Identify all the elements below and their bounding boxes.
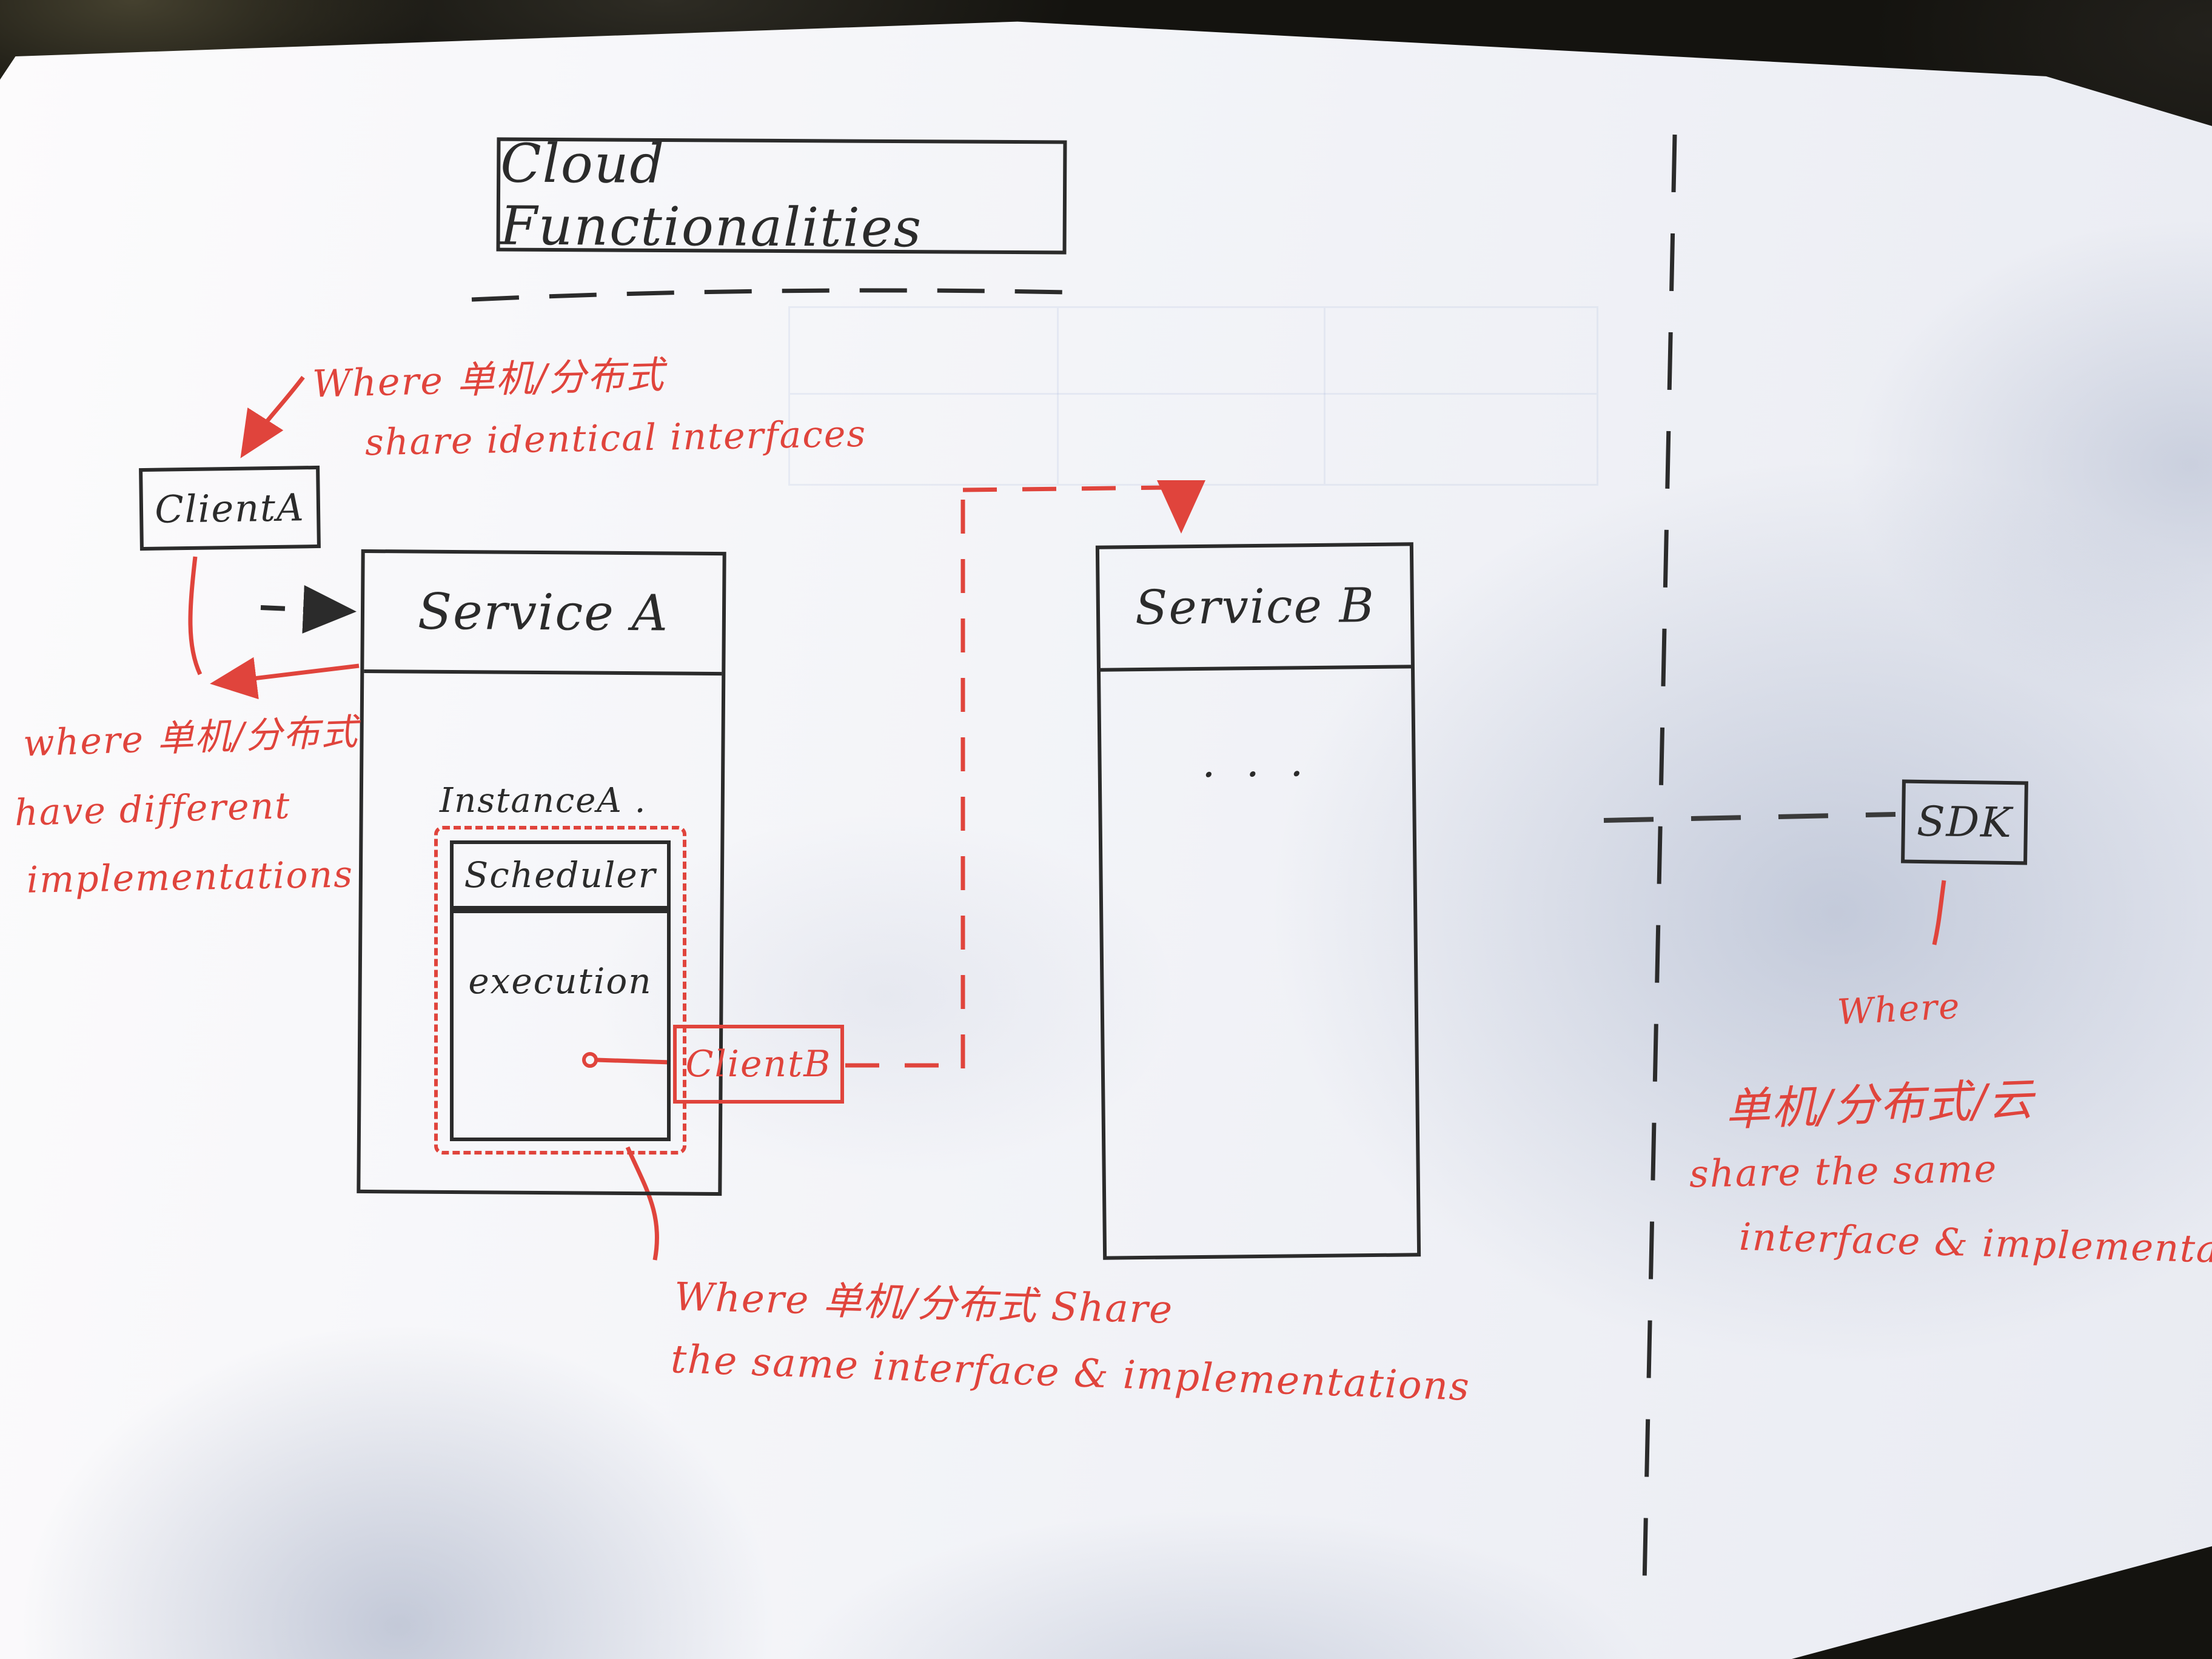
left-note-line2: have different: [14, 785, 292, 834]
instance-a-dashed-boundary: [434, 826, 686, 1155]
instance-a-label: InstanceA .: [440, 781, 647, 820]
service-b-ellipsis: . . .: [1201, 736, 1312, 787]
client-b-box: ClientB: [673, 1025, 844, 1104]
service-a-header: Service A: [364, 552, 723, 676]
right-note-line2: 单机/分布式/云: [1724, 1073, 2036, 1136]
title-box: Cloud Functionalities: [496, 132, 1067, 259]
top-note-line1: Where 单机/分布式: [312, 352, 666, 406]
sdk-box: SDK: [1901, 779, 2028, 865]
execution-box: execution: [450, 910, 671, 1141]
service-b-box: Service B . . .: [1095, 542, 1421, 1260]
left-note-line3: implementations: [26, 853, 354, 902]
scheduler-label: Scheduler: [464, 854, 657, 896]
client-b-label: ClientB: [685, 1043, 832, 1085]
paper-showthrough-grid: [788, 306, 1598, 486]
execution-label: execution: [468, 960, 652, 1002]
scheduler-box: Scheduler: [450, 840, 671, 910]
right-note-line3: share the same: [1689, 1146, 1998, 1196]
sdk-label: SDK: [1916, 797, 2013, 847]
service-b-title: Service B: [1134, 578, 1376, 636]
client-a-label: ClientA: [154, 484, 306, 532]
diagram-title: Cloud Functionalities: [500, 132, 923, 260]
service-b-header: Service B: [1099, 546, 1411, 672]
client-a-box: ClientA: [139, 465, 321, 551]
top-note-line2: share identical interfaces: [364, 412, 867, 464]
right-note-line1: Where: [1836, 985, 1962, 1033]
service-a-title: Service A: [417, 583, 669, 642]
